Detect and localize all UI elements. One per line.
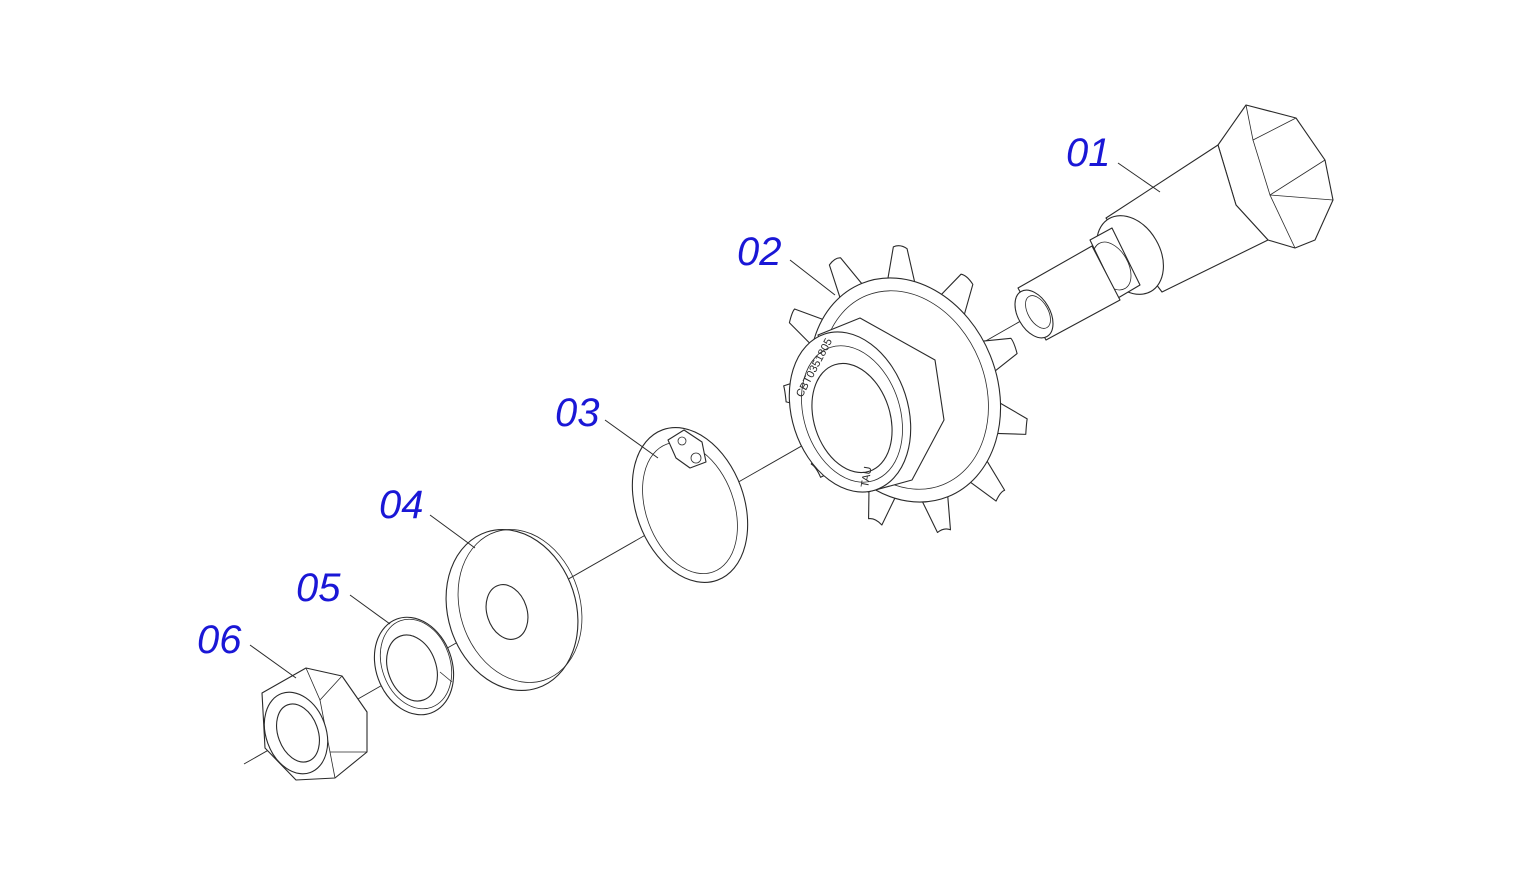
callout-06: 06 (197, 618, 242, 662)
callout-02: 02 (737, 230, 782, 274)
nut-bore (276, 703, 320, 763)
sprocket: CBT0351805 TAU (783, 245, 1028, 534)
ring-lug (667, 429, 707, 469)
sprocket-tooth (992, 399, 1028, 435)
leader-02 (789, 259, 836, 296)
sprocket-tooth (937, 273, 974, 321)
lock-washer (373, 616, 455, 716)
sprocket-bore (811, 362, 893, 474)
leader-04 (429, 514, 476, 549)
leader-01 (1117, 162, 1161, 193)
callout-05: 05 (296, 566, 341, 610)
leader-06 (249, 644, 297, 679)
retaining-ring (631, 427, 749, 583)
callouts: 01 02 03 04 05 06 (197, 131, 1111, 662)
callout-03: 03 (555, 391, 600, 435)
sprocket-tooth (886, 245, 917, 289)
hex-nut (261, 667, 368, 781)
shoulder-bolt (1014, 104, 1334, 341)
engraving-brand: TAU (859, 466, 875, 489)
leader-lines (249, 162, 1161, 679)
flat-washer (445, 528, 583, 692)
leader-05 (349, 594, 391, 625)
callout-04: 04 (379, 483, 424, 527)
washer-hole (485, 584, 529, 640)
callout-01: 01 (1066, 131, 1111, 175)
leader-03 (604, 419, 659, 459)
